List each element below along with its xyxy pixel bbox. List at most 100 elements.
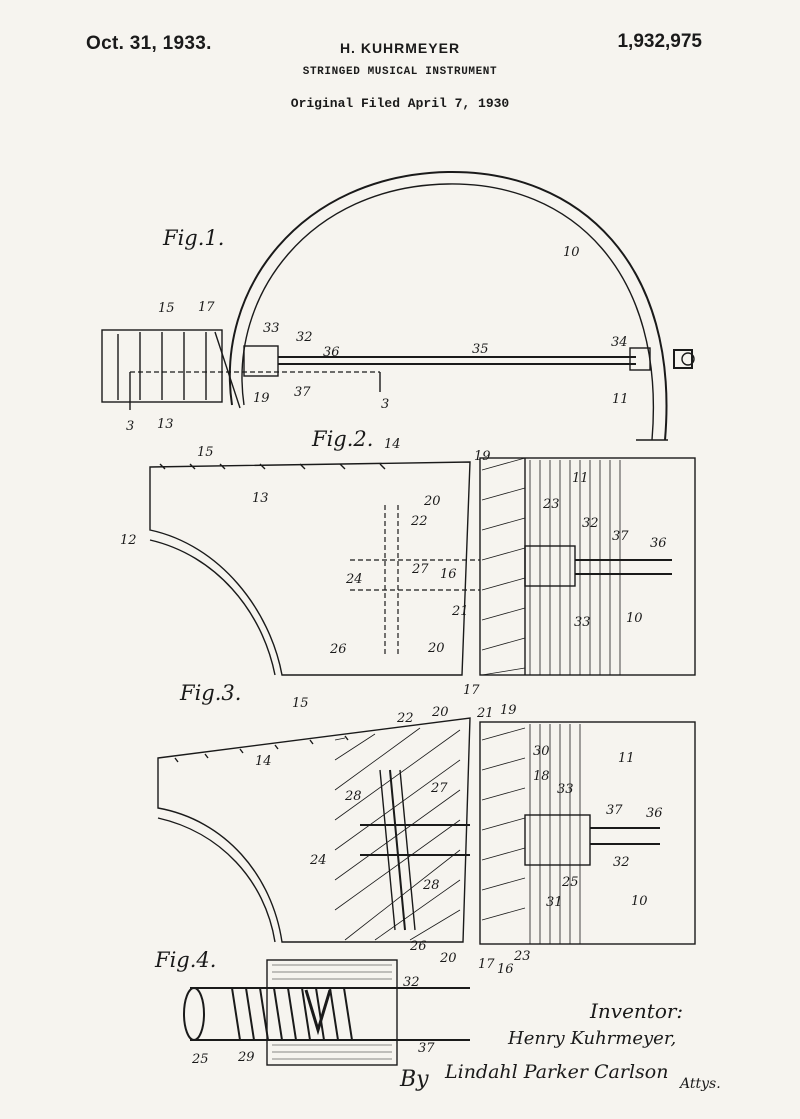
fig4-ref-25: 25 (191, 1052, 209, 1067)
fig3-ref-26: 26 (409, 939, 427, 954)
fig1-heel-line (214, 331, 241, 409)
fig1-label: Fig.1. (162, 226, 224, 250)
fig3-ref-36: 36 (646, 806, 663, 821)
inventor-caption: Inventor: (589, 999, 683, 1023)
fig3-rim-block (479, 721, 696, 945)
fig3-ref-28a: 28 (344, 789, 362, 804)
fig1-ref-10: 10 (563, 245, 580, 260)
fig3-ref-15: 15 (292, 696, 309, 711)
fig4-rod (190, 987, 470, 1041)
fig3-neck-body (157, 717, 471, 943)
fig3-ref-18: 18 (533, 769, 550, 784)
fig1-rod (278, 356, 636, 365)
fig2-label: Fig.2. (311, 427, 373, 451)
fig1-ref-3a: 3 (126, 419, 134, 434)
fig4-bracket-block (266, 959, 398, 1066)
signature-block: Inventor: Henry Kuhrmeyer, By Lindahl Pa… (399, 999, 721, 1092)
fig2-bolt (350, 559, 480, 591)
fig3-ref-30: 30 (533, 744, 550, 759)
fig1-section-arrows (129, 372, 381, 410)
fig1-rim-outer (228, 170, 668, 441)
fig3-ref-27: 27 (430, 781, 448, 796)
fig1-ref-35: 35 (472, 342, 489, 357)
fig2-ref-10: 10 (626, 611, 643, 626)
fig2-neck-body (149, 461, 471, 676)
fig1-nut-outer (673, 349, 693, 369)
fig2-ref-20b: 20 (427, 641, 445, 656)
fig2-ref-13: 13 (252, 491, 269, 506)
fig2-ref-32: 32 (582, 516, 599, 531)
fig2-ref-21: 21 (451, 604, 469, 619)
fig2-neck-curve (149, 539, 276, 676)
fig3-screw-threads (379, 769, 416, 931)
fig1-nut-inner (629, 347, 651, 371)
fig2-bracket (524, 545, 576, 587)
fig2-ref-23: 23 (542, 497, 560, 512)
fig1-ref-17: 17 (198, 300, 215, 315)
fig4-label: Fig.4. (154, 948, 216, 972)
fig3-frets (174, 735, 349, 763)
fig3-ref-25: 25 (561, 875, 579, 890)
fig2-ref-33: 33 (574, 615, 591, 630)
fig1-ref-36: 36 (323, 345, 340, 360)
fig3-ref-37: 37 (606, 803, 623, 818)
fig2-ref-37: 37 (612, 529, 629, 544)
fig1-ref-33: 33 (263, 321, 280, 336)
fig1-ref-11: 11 (612, 392, 629, 407)
fig1-ref-13: 13 (157, 417, 174, 432)
fig3-ref-32: 32 (613, 855, 630, 870)
fig2-ref-17: 17 (463, 683, 480, 698)
inventor-header: H. KUHRMEYER (339, 40, 461, 56)
figure-2: Fig.2. 15 14 19 11 13 20 23 32 37 36 12 … (120, 427, 696, 698)
inventor-signature: Henry Kuhrmeyer, (507, 1028, 676, 1049)
fig1-neck (101, 329, 223, 403)
fig2-ref-16: 16 (440, 567, 457, 582)
fig3-ref-21: 21 (476, 706, 494, 721)
filing-date: Original Filed April 7, 1930 (290, 96, 510, 111)
fig3-ref-14: 14 (255, 754, 272, 769)
fig4-rod-end (183, 987, 205, 1041)
fig3-ref-20a: 20 (431, 705, 449, 720)
fig2-ref-19: 19 (474, 449, 491, 464)
fig3-ref-17: 17 (478, 957, 495, 972)
patent-date: Oct. 31, 1933. (86, 33, 212, 54)
fig2-ref-36: 36 (650, 536, 667, 551)
fig3-ref-31: 31 (546, 895, 563, 910)
fig4-block-stipple (272, 964, 392, 1060)
fig4-ref-29: 29 (237, 1050, 255, 1065)
fig1-rim-inner (241, 183, 654, 441)
fig3-ref-11: 11 (618, 751, 635, 766)
figure-1: Fig.1. 15 17 33 32 36 35 34 10 19 37 3 3… (101, 170, 695, 441)
fig3-ref-23: 23 (513, 949, 531, 964)
fig1-ref-15: 15 (158, 301, 175, 316)
fig2-ref-15: 15 (197, 445, 214, 460)
fig2-rim-block (479, 457, 696, 676)
fig3-ref-33: 33 (557, 782, 574, 797)
fig3-bolt (360, 824, 470, 856)
by-label: By (399, 1067, 429, 1092)
fig2-ref-20a: 20 (423, 494, 441, 509)
fig3-ref-10: 10 (631, 894, 648, 909)
fig3-heel-hatching (334, 727, 461, 941)
fig2-screw (384, 505, 399, 655)
figure-4: Fig.4. 32 25 29 37 (154, 948, 470, 1067)
fig3-ref-22: 22 (396, 711, 414, 726)
patent-number: 1,932,975 (617, 31, 702, 52)
fig2-frets (159, 463, 386, 470)
fig2-ref-14: 14 (384, 437, 401, 452)
fig3-label: Fig.3. (179, 681, 241, 705)
attorneys-signature: Lindahl Parker Carlson (444, 1061, 668, 1083)
fig3-ref-28b: 28 (422, 878, 440, 893)
fig3-rim-hatching (481, 724, 581, 944)
fig4-ref-37: 37 (418, 1041, 435, 1056)
fig3-ref-19: 19 (500, 703, 517, 718)
fig1-ref-3b: 3 (381, 397, 389, 412)
fig3-neck-curve (157, 817, 276, 943)
fig1-ref-34: 34 (611, 335, 628, 350)
fig2-rod (575, 559, 672, 575)
fig3-rod (590, 827, 660, 845)
attys-label: Attys. (678, 1076, 721, 1092)
fig3-screw (389, 769, 406, 931)
fig1-ref-19: 19 (253, 391, 270, 406)
